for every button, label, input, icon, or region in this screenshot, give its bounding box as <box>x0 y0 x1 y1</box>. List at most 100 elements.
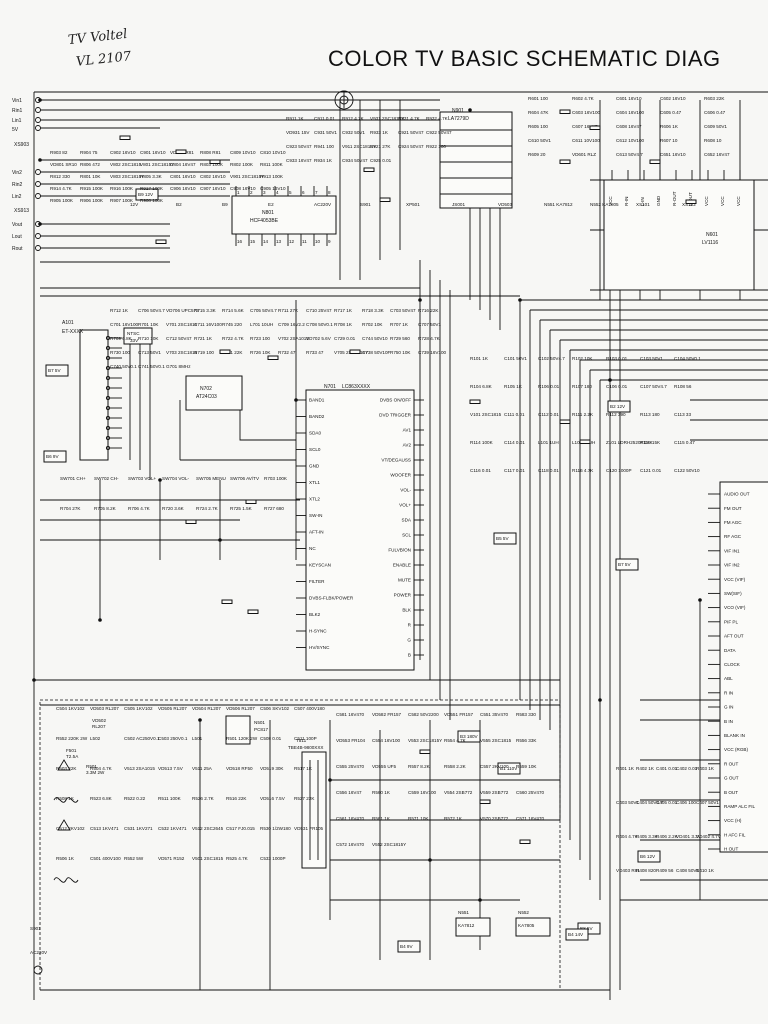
resistor-symbols <box>119 109 697 844</box>
component-label: R703 100K <box>264 476 288 481</box>
ic-pin-label: VCC (H) <box>724 818 742 823</box>
component-label: C555 25V470 <box>336 764 365 769</box>
component-label: R704 27K <box>60 506 81 511</box>
ic-pin-label: PIF PL <box>724 619 738 624</box>
wire-junction <box>608 378 612 382</box>
component-label: L701 10UH <box>250 322 273 327</box>
ic-pin-label: FILTER <box>309 579 325 584</box>
component-label: R526 2.7K <box>192 796 215 801</box>
ic-pin-number: 8 <box>328 190 331 195</box>
component-label: R745 220 <box>222 322 242 327</box>
component-label: AC220V <box>314 202 332 207</box>
component-label: R723 100 <box>250 336 270 341</box>
supply-rail-box <box>637 850 661 863</box>
component-label: R712 1K <box>110 308 129 313</box>
ic-ref: N801 <box>262 210 274 216</box>
component-label: C561 16V470 <box>336 816 365 821</box>
component-label: R933 1K <box>370 130 389 135</box>
ic-pin-label: VCC <box>608 196 613 206</box>
component-label: R911 1K <box>286 116 304 121</box>
component-label: R111 2.2K <box>572 412 594 417</box>
ic-pin-label: H OUT <box>724 847 738 852</box>
connector-label: Vout <box>12 222 23 228</box>
component-label: R608 10 <box>704 138 722 143</box>
transformer-t511 <box>301 751 327 869</box>
wire-junction <box>328 778 332 782</box>
component-label: C925 0.01 <box>370 158 392 163</box>
component-label: C701 16V100 <box>110 322 139 327</box>
supply-rail-box <box>607 400 631 413</box>
tuner-pin <box>105 435 111 441</box>
component-label: C933 16V47 <box>286 158 312 163</box>
wire-junction <box>198 718 202 722</box>
component-label: R715 3.3K <box>194 308 217 313</box>
connector-label: Vin1 <box>12 98 22 104</box>
component-label: VD531 FR105 <box>294 826 324 831</box>
component-label: C533 1000P <box>260 856 286 861</box>
ic-pin-label: L-IN <box>640 197 645 206</box>
component-label: Z101 LDRH2520FXXX <box>606 440 652 445</box>
component-label: L101 1UH <box>538 440 559 445</box>
component-label: R717 1K <box>334 308 353 313</box>
component-label: R801 10K <box>80 174 101 179</box>
component-label: C652 16V47 <box>704 152 730 157</box>
component-label: C907 16V10 <box>200 186 226 191</box>
wire-junction <box>32 678 36 682</box>
ic-pin-label: BLK2 <box>309 612 321 617</box>
component-label: V802 2SC1815 <box>110 162 142 167</box>
ic-ref: N551 <box>458 910 469 915</box>
component-label: R719 100 <box>194 350 214 355</box>
component-label: C921 50V47 <box>398 130 424 135</box>
supply-rail-label: B5 5V <box>496 536 509 541</box>
ic-pin-label: DVBS-FLBK/POWER <box>309 596 354 601</box>
jack-terminal <box>35 193 41 199</box>
component-label: R552 220K 2W <box>56 736 88 741</box>
ic-pin-number: 10 <box>315 239 321 244</box>
component-label: C554 16V100 <box>372 738 401 743</box>
ic-pin-label: NC <box>309 546 316 551</box>
component-label: R721 1K <box>194 336 213 341</box>
resistor-symbol <box>479 799 491 804</box>
component-label: C407 50V1 <box>696 800 719 805</box>
component-label: C551 35V470 <box>480 712 509 717</box>
component-label: C610 50V1 <box>528 138 551 143</box>
component-label: C810 10V10 <box>260 150 286 155</box>
ic-part: KA7805 <box>518 923 535 928</box>
jack-terminal <box>35 107 41 113</box>
ic-pin-number: 7 <box>315 190 318 195</box>
wire-junction <box>38 158 42 162</box>
component-label: S901 <box>360 202 371 207</box>
wire-junction <box>478 898 482 902</box>
component-label: R523 6.8K <box>90 796 113 801</box>
component-label: SW704 VOL- <box>162 476 190 481</box>
component-label: C744 50V10 <box>362 336 388 341</box>
connector-group-top: Vin1 Rin1 Lin1 5V XS903 <box>12 97 41 148</box>
ic-pin-label: DATA <box>724 648 737 653</box>
ic-ref: N552 <box>518 910 529 915</box>
component-label: VD582 FR157 <box>372 712 402 717</box>
ic-pin-label: VCC <box>720 196 725 206</box>
ac-plug <box>33 965 43 975</box>
tuner-pin <box>105 395 111 401</box>
component-label: C103 50V1 <box>640 356 663 361</box>
component-label: R560 1K <box>372 790 391 795</box>
component-label: VD402 4.7V <box>696 834 722 839</box>
component-label: R601 100 <box>528 96 548 101</box>
component-label: R609 20 <box>528 152 546 157</box>
component-label: C116 0.01 <box>470 468 491 473</box>
component-label: R113 180 <box>640 412 660 417</box>
component-label: R915 100K <box>80 186 104 191</box>
ic-pin-number: 2 <box>250 190 253 195</box>
component-label: VD516 7.5V <box>260 796 286 801</box>
component-label: R806 472 <box>80 162 100 167</box>
component-label: R706 4.7K <box>128 506 151 511</box>
ic-pin-number: 12 <box>289 239 295 244</box>
ic-pin-number: 11 <box>302 239 307 244</box>
component-label: V554 2SB772 <box>444 790 473 795</box>
component-label: C711 16V100 <box>194 322 222 327</box>
ic-pin-label: BLK <box>402 608 412 613</box>
ic-part: LC863XXXX <box>342 384 371 390</box>
